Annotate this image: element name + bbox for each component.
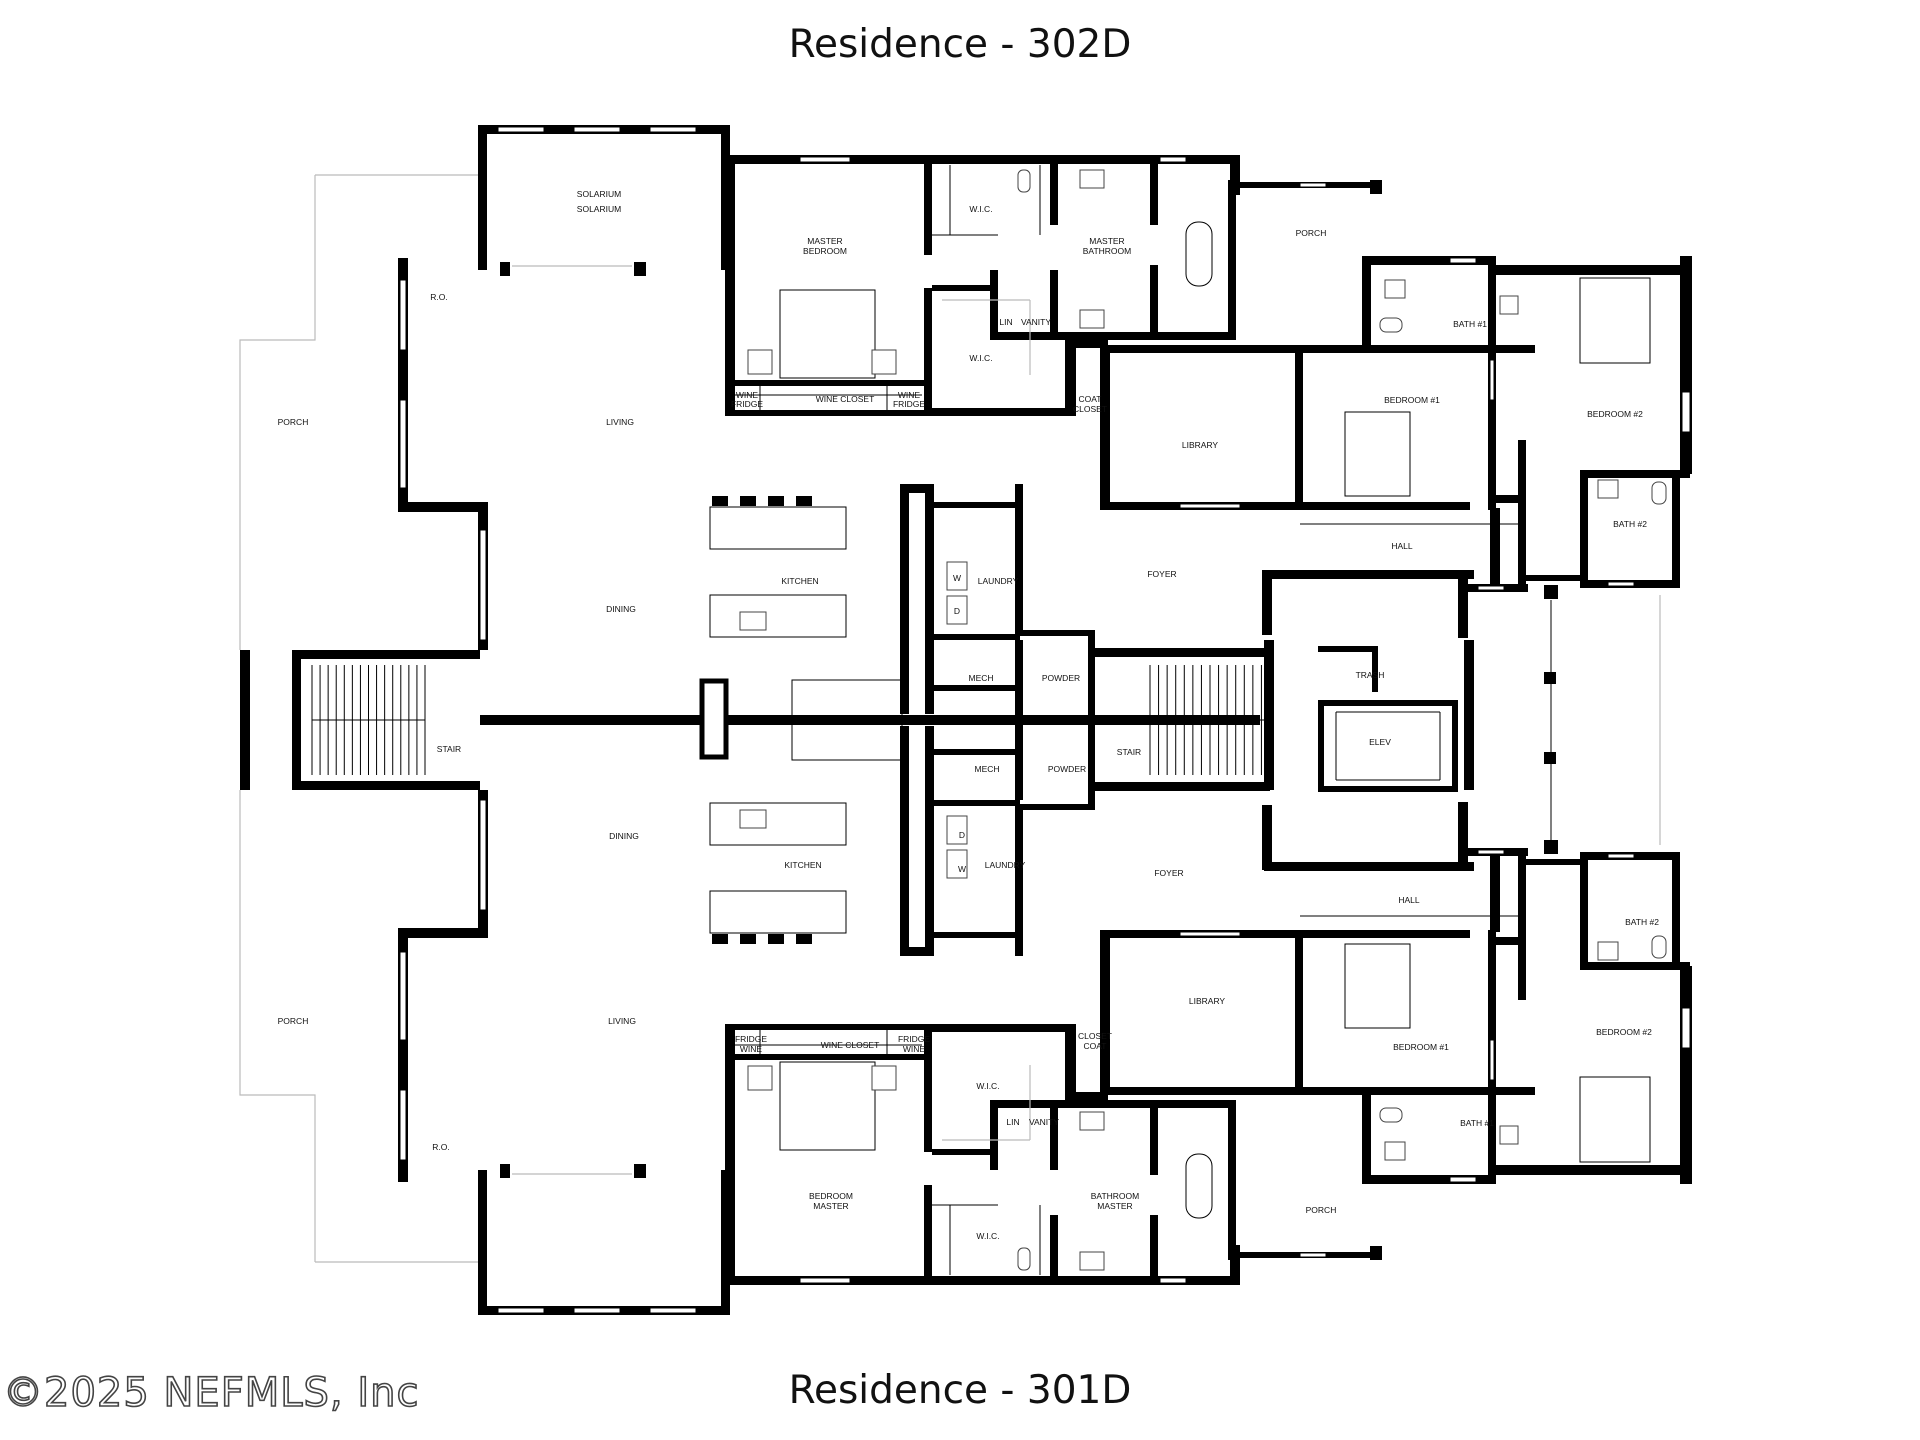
porch-label: PORCH (278, 1016, 309, 1026)
porch-label: PORCH (1296, 228, 1327, 238)
dryer-label: D (959, 830, 965, 840)
unit-302d-labels: SOLARIUM SOLARIUM MASTER BEDROOM W.I.C. … (278, 189, 1648, 757)
wine-fridge-label: FRIDGE (893, 399, 925, 409)
wine-fridge-label: FRIDGE (731, 399, 763, 409)
residence-301d-title: Residence - 301D (788, 1368, 1132, 1413)
master-bedroom-label: BEDROOM (803, 246, 847, 256)
washer-label: W (953, 573, 961, 583)
common-core-labels: TRASH ELEV (1356, 670, 1392, 747)
porch-label: PORCH (278, 417, 309, 427)
wic-label: W.I.C. (976, 1231, 999, 1241)
wine-closet-label: WINE CLOSET (816, 394, 875, 404)
master-bedroom-label: MASTER (807, 236, 842, 246)
hall-label: HALL (1391, 541, 1413, 551)
wine-closet-label: WINE CLOSET (821, 1040, 880, 1050)
library-label: LIBRARY (1182, 440, 1219, 450)
wine-fridge-label: FRIDGE (735, 1034, 767, 1044)
wine-fridge-label: WINE (740, 1044, 763, 1054)
wic-label: W.I.C. (969, 204, 992, 214)
master-bathroom-label: BATHROOM (1083, 246, 1131, 256)
wine-fridge-label: WINE (736, 390, 759, 400)
dryer-label: D (954, 606, 960, 616)
master-bathroom-label: MASTER (1097, 1201, 1132, 1211)
wic-label: W.I.C. (976, 1081, 999, 1091)
master-bedroom-label: BEDROOM (809, 1191, 853, 1201)
master-bedroom-label: MASTER (813, 1201, 848, 1211)
elevator-label: ELEV (1369, 737, 1391, 747)
shared-structure (239, 174, 1661, 1263)
linen-label: LIN (1006, 1117, 1019, 1127)
vanity-label: VANITY (1021, 317, 1051, 327)
unit-302d-walls (397, 124, 1693, 721)
bedroom-2-label: BEDROOM #2 (1587, 409, 1643, 419)
kitchen-label: KITCHEN (781, 576, 818, 586)
dining-label: DINING (606, 604, 636, 614)
bedroom-2-label: BEDROOM #2 (1596, 1027, 1652, 1037)
stair-label: STAIR (437, 744, 461, 754)
wine-fridge-label: WINE (903, 1044, 926, 1054)
wine-fridge-label: FRIDGE (898, 1034, 930, 1044)
laundry-label: LAUNDRY (985, 860, 1026, 870)
coat-closet-label: COAT (1084, 1041, 1107, 1051)
library-label: LIBRARY (1189, 996, 1226, 1006)
unit-301d-walls (397, 719, 1693, 1316)
bedroom-1-label: BEDROOM #1 (1384, 395, 1440, 405)
hall-label: HALL (1398, 895, 1420, 905)
mech-label: MECH (968, 673, 993, 683)
residence-302d-title: Residence - 302D (788, 22, 1132, 67)
wine-fridge-label: WINE (898, 390, 921, 400)
master-bathroom-label: BATHROOM (1091, 1191, 1139, 1201)
master-bathroom-label: MASTER (1089, 236, 1124, 246)
unit-301d-labels: BEDROOM MASTER W.I.C. W.I.C. BATHROOM MA… (278, 764, 1660, 1241)
living-label: LIVING (606, 417, 634, 427)
foyer-label: FOYER (1154, 868, 1183, 878)
bath-2-label: BATH #2 (1625, 917, 1659, 927)
dining-label: DINING (609, 831, 639, 841)
coat-closet-label: COAT (1079, 394, 1102, 404)
washer-label: W (958, 864, 966, 874)
bath-2-label: BATH #2 (1613, 519, 1647, 529)
ro-label: R.O. (432, 1142, 449, 1152)
bath-1-label: BATH #1 (1460, 1118, 1494, 1128)
kitchen-label: KITCHEN (784, 860, 821, 870)
bath-1-label: BATH #1 (1453, 319, 1487, 329)
coat-closet-label: CLOSET (1073, 404, 1107, 414)
laundry-label: LAUNDRY (978, 576, 1019, 586)
solarium-label: SOLARIUM (577, 204, 621, 214)
linen-label: LIN (999, 317, 1012, 327)
wic-label: W.I.C. (969, 353, 992, 363)
foyer-label: FOYER (1147, 569, 1176, 579)
bedroom-1-label: BEDROOM #1 (1393, 1042, 1449, 1052)
powder-label: POWDER (1048, 764, 1086, 774)
ro-label: R.O. (430, 292, 447, 302)
copyright-watermark: ©2025 NEFMLS, Inc (2, 1369, 420, 1417)
vanity-label: VANITY (1029, 1117, 1059, 1127)
stair-label: STAIR (1117, 747, 1141, 757)
coat-closet-label: CLOSET (1078, 1031, 1112, 1041)
mech-label: MECH (974, 764, 999, 774)
porch-label: PORCH (1306, 1205, 1337, 1215)
solarium-label: SOLARIUM (577, 189, 621, 199)
living-label: LIVING (608, 1016, 636, 1026)
powder-label: POWDER (1042, 673, 1080, 683)
trash-label: TRASH (1356, 670, 1385, 680)
